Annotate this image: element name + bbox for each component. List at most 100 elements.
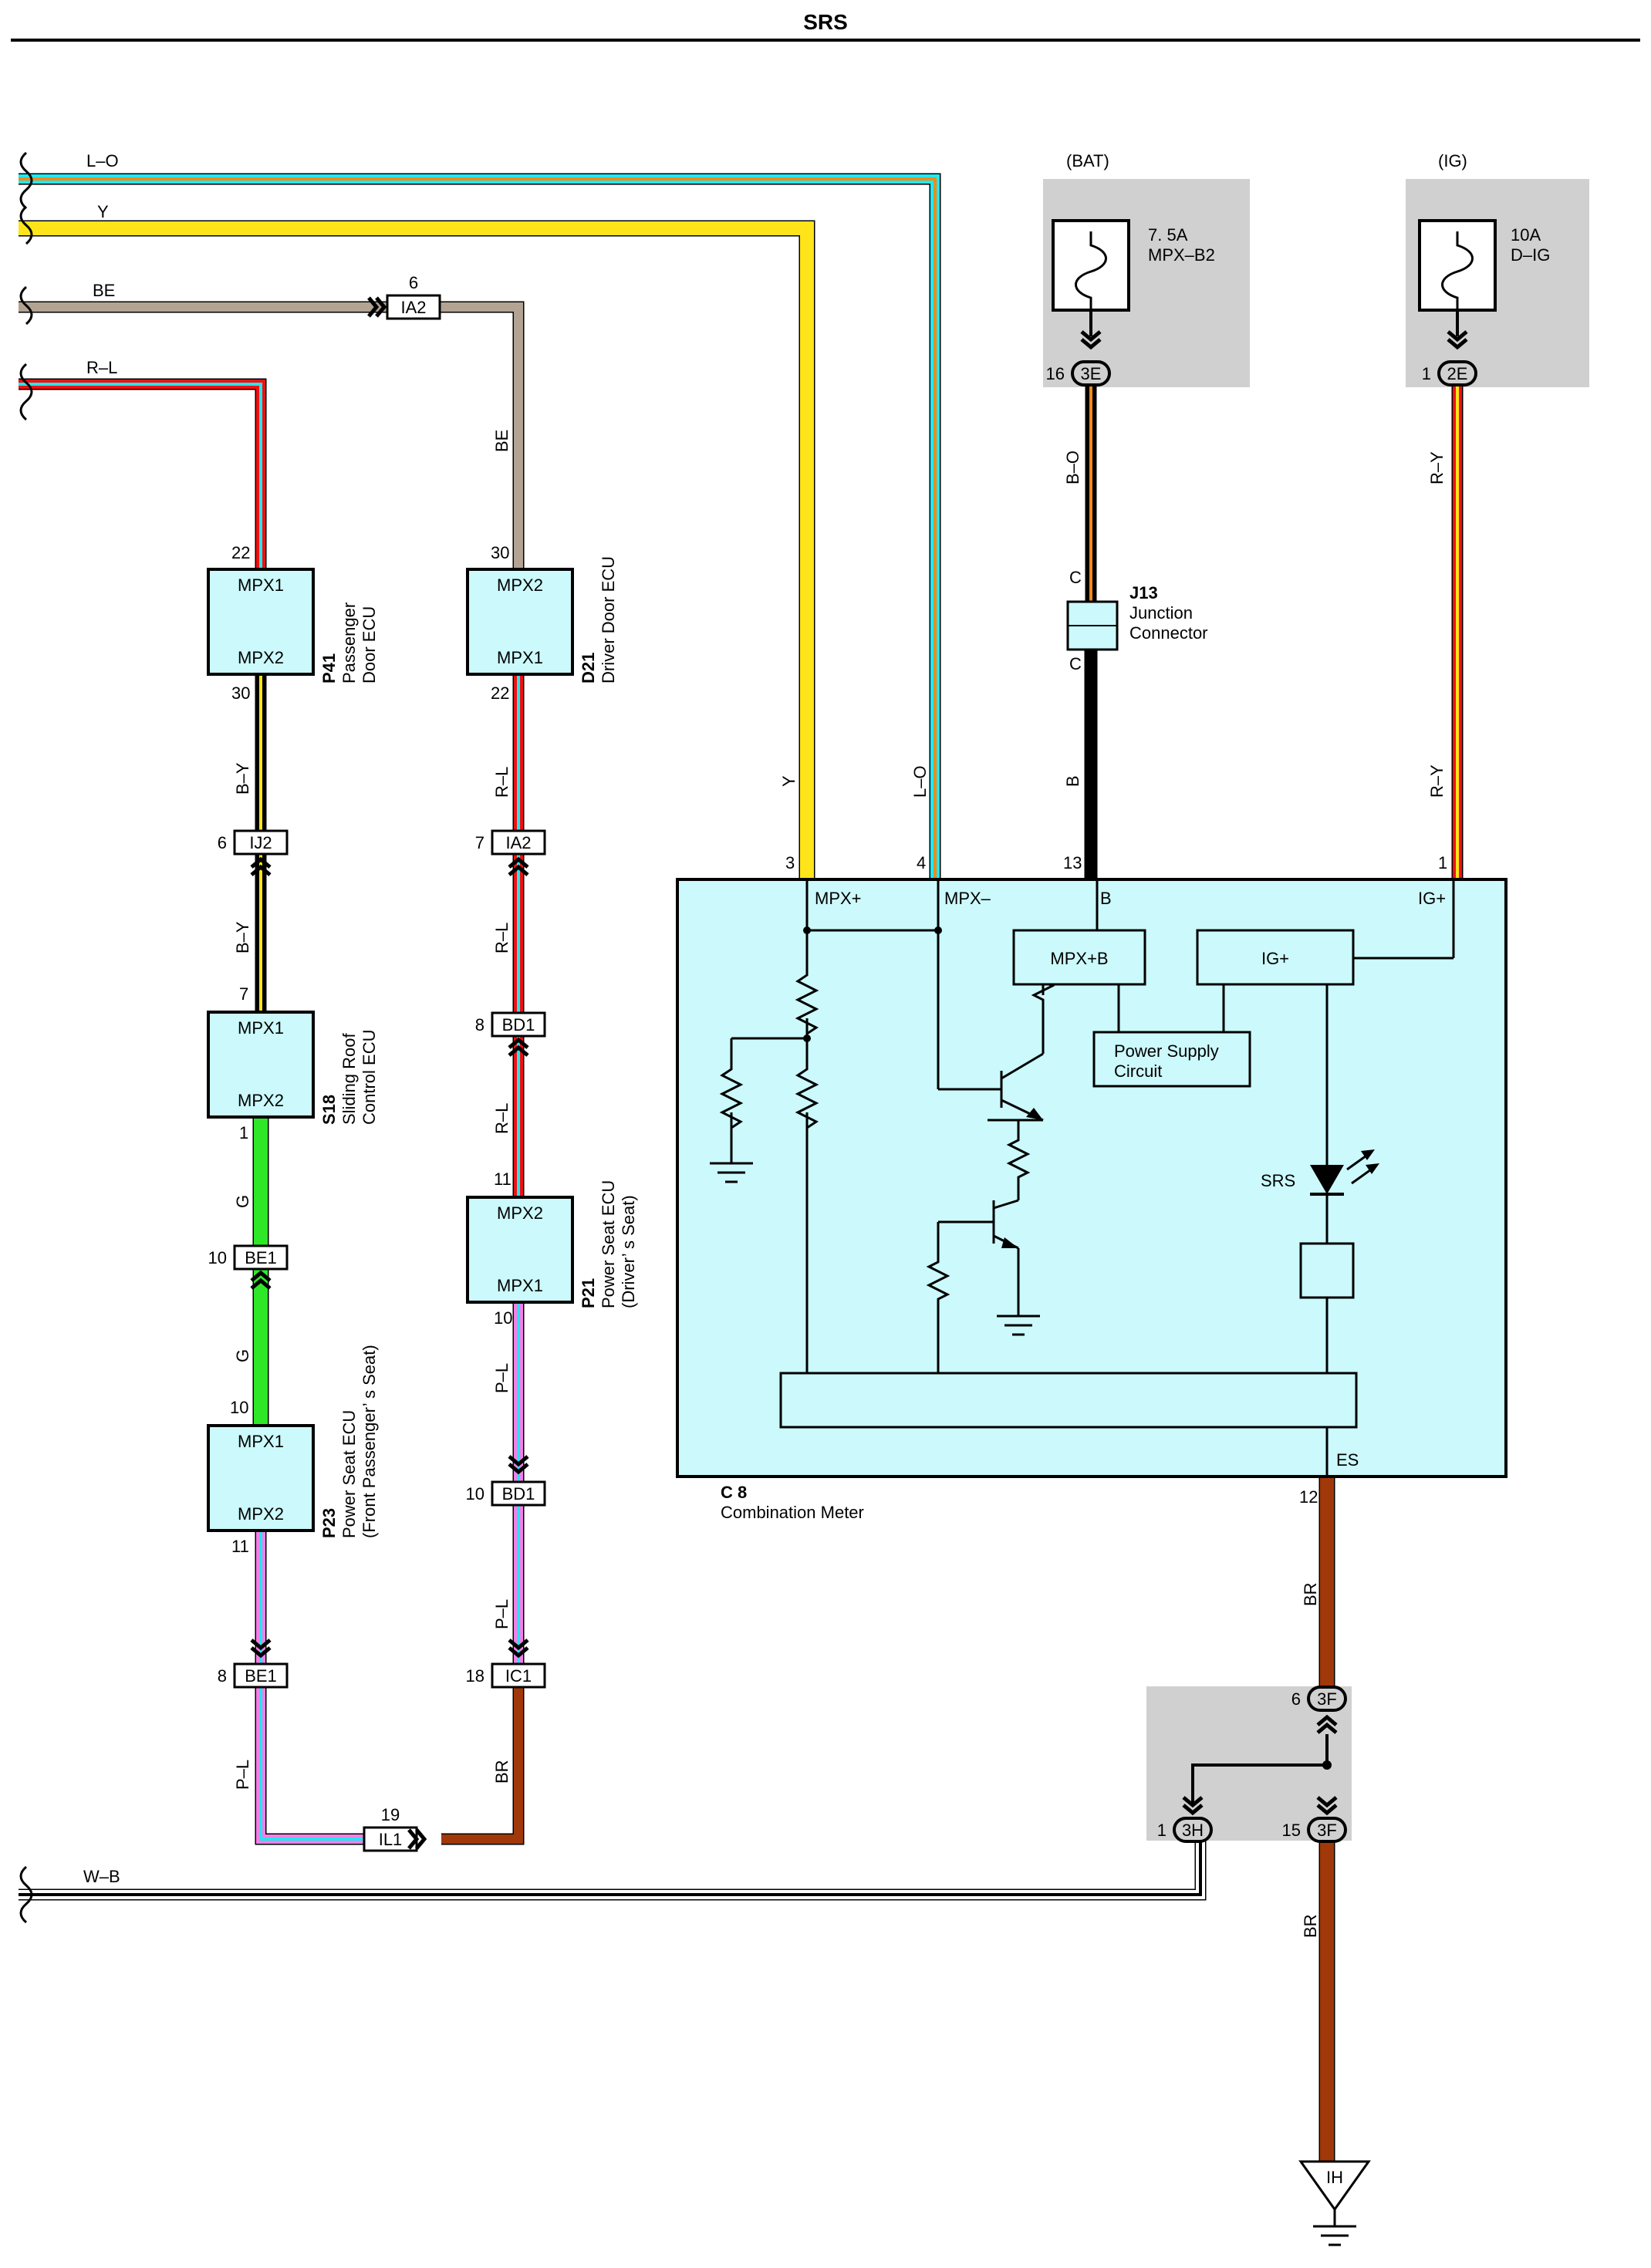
meter-block-mpxb [1012, 929, 1146, 986]
meter-pin-b: 13 [1063, 853, 1082, 872]
ground-label: IH [1326, 2168, 1343, 2187]
connector-3f-top: 3F6 [1291, 1686, 1347, 1712]
meter-block-ps-line1: Power Supply [1114, 1041, 1219, 1061]
srs-lamp-label: SRS [1261, 1171, 1295, 1190]
fuse-element-icon [1441, 231, 1474, 310]
wire-label-y-vert: Y [779, 775, 798, 787]
connector-3e-label: 3E [1081, 364, 1102, 383]
wire-label-g-2: G [233, 1349, 252, 1362]
fuse-bat-source-label: (BAT) [1066, 151, 1109, 170]
connector-2e: 2E1 [1422, 360, 1477, 386]
p41-code: P41 [319, 653, 339, 683]
srs-warning-lamp-icon [1310, 1165, 1344, 1194]
connector-be1-bot-pin: 8 [218, 1666, 227, 1686]
p21-pin-bottom: 10 [494, 1308, 512, 1328]
p23-line1: Power Seat ECU [339, 1410, 359, 1538]
wire-label-br-1: BR [1301, 1582, 1320, 1606]
j13-code: J13 [1129, 583, 1158, 602]
p41-line1: Passenger [339, 602, 359, 683]
connector-3f-top-label: 3F [1317, 1689, 1337, 1709]
ground-triangle-icon [1298, 2160, 1371, 2212]
j13-line2: Connector [1129, 623, 1208, 643]
junction-connector-j13: C C J13 Junction Connector [1066, 568, 1208, 673]
wire-label-pl-2: P–L [492, 1599, 512, 1629]
s18-pin-bottom: 1 [239, 1123, 248, 1142]
wire-label-g-1: G [233, 1195, 252, 1208]
wire-label-b: B [1063, 775, 1082, 787]
p23-pin-top: 10 [230, 1398, 248, 1417]
wire-label-be-vert: BE [492, 430, 512, 452]
p41-pin-top: 22 [231, 543, 250, 562]
ecu-d21: MPX2 MPX1 30 22 D21 Driver Door ECU [466, 543, 618, 703]
chevron-2e [1447, 330, 1468, 350]
d21-pin-top: 30 [491, 543, 509, 562]
meter-port-mpx-minus: MPX– [944, 889, 991, 908]
wire-label-ry-1: R–Y [1427, 451, 1447, 484]
meter-block-power-supply [1092, 1031, 1251, 1088]
j13-pin-top: C [1069, 568, 1082, 587]
fuse-mpx-b2: (BAT) 7. 5A MPX–B2 [1052, 151, 1215, 312]
connector-bd1-bot-label: BD1 [502, 1484, 535, 1504]
chevron-ij2 [250, 856, 272, 876]
s18-port-bottom: MPX2 [238, 1091, 284, 1110]
p23-port-top: MPX1 [238, 1432, 284, 1451]
meter-pin-mpx-plus: 3 [785, 853, 795, 872]
ecu-s18: MPX1 MPX2 7 1 S18 Sliding Roof Control E… [207, 984, 379, 1142]
wire-label-be-top: BE [93, 281, 115, 300]
s18-port-top: MPX1 [238, 1018, 284, 1038]
p23-pin-bottom: 11 [231, 1537, 249, 1556]
meter-block-ig [1196, 929, 1355, 986]
chevron-3f-bot [1316, 1796, 1338, 1816]
diagram-title: SRS [803, 10, 848, 34]
wire-label-by-2: B–Y [233, 921, 252, 953]
connector-3e: 3E 16 [1046, 360, 1111, 386]
connector-ia2-top-pin: 6 [409, 273, 418, 292]
chevron-be1-bot [250, 1639, 272, 1659]
p23-code: P23 [319, 1508, 339, 1538]
connector-3h: 3H1 [1157, 1817, 1213, 1843]
meter-block-mpxb-label: MPX+B [1050, 949, 1108, 968]
connector-ic1-pin: 18 [466, 1666, 484, 1686]
chevron-ia2-mid [508, 856, 529, 876]
meter-pin-mpx-minus: 4 [917, 853, 926, 872]
fuse-ig-name: D–IG [1511, 245, 1550, 265]
connector-ij2-label: IJ2 [249, 833, 272, 852]
ecu-p23: MPX1 MPX2 10 11 P23 Power Seat ECU (Fron… [207, 1345, 379, 1556]
s18-pin-top: 7 [239, 984, 248, 1004]
ecu-p41: MPX1 MPX2 22 30 P41 Passenger Door ECU [207, 543, 379, 703]
ground-ih: IH [1298, 2160, 1371, 2246]
ecu-p21: MPX2 MPX1 11 10 P21 Power Seat ECU (Driv… [466, 1169, 638, 1328]
j13-pin-bottom: C [1069, 654, 1082, 673]
meter-port-b: B [1100, 889, 1112, 908]
meter-pin-es: 12 [1299, 1487, 1318, 1507]
connector-2e-pin: 1 [1422, 364, 1431, 383]
wire-rl-main [19, 378, 267, 569]
meter-driver-block [1299, 1242, 1355, 1299]
connector-bd1-top-label: BD1 [502, 1015, 535, 1034]
p21-line2: (Driver’ s Seat) [619, 1195, 638, 1308]
connector-il1-label: IL1 [379, 1830, 403, 1849]
meter-pin-ig: 1 [1438, 853, 1447, 872]
wire-label-lo-vert: L–O [910, 765, 930, 798]
d21-port-top: MPX2 [497, 575, 543, 595]
wire-label-rl-3: R–L [492, 1103, 512, 1134]
wire-label-pl-1: P–L [492, 1363, 512, 1393]
meter-name: Combination Meter [721, 1503, 864, 1522]
connector-3e-pin: 16 [1046, 364, 1065, 383]
meter-port-es: ES [1336, 1450, 1359, 1470]
wire-lo-main [19, 173, 941, 879]
connector-ic1-label: IC1 [505, 1666, 532, 1686]
d21-code: D21 [579, 653, 598, 683]
wire-labels: L–O Y BE R–L W–B BE B–Y B–Y G G P–L R–L … [83, 151, 1447, 1938]
connector-be1-top-label: BE1 [245, 1248, 277, 1267]
s18-line1: Sliding Roof [339, 1032, 359, 1125]
connector-3f-bot-pin: 15 [1282, 1821, 1301, 1840]
d21-pin-bottom: 22 [491, 683, 509, 703]
